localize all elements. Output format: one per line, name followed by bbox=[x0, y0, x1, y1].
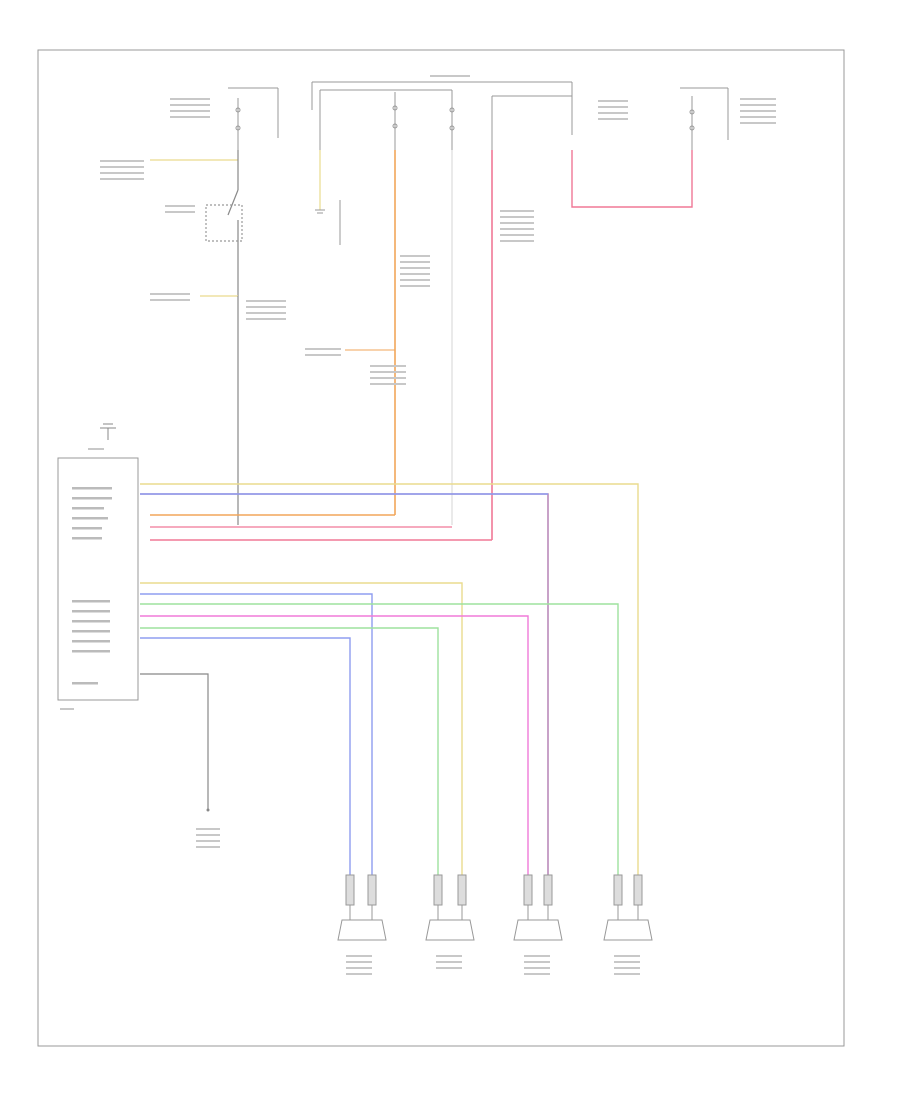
ground-wire-bottom bbox=[140, 673, 210, 812]
illegible-label-blocks bbox=[60, 75, 776, 975]
left-power-circuit bbox=[150, 150, 243, 525]
fuse-block-left bbox=[228, 87, 279, 150]
fuse-block-center bbox=[311, 81, 573, 150]
rear-left-speaker bbox=[603, 874, 653, 941]
speaker-wires-lower bbox=[140, 582, 619, 905]
front-right-speaker bbox=[337, 874, 387, 941]
diagram-frame bbox=[37, 49, 845, 1047]
radio-module bbox=[57, 423, 139, 701]
module-pin-labels bbox=[72, 487, 112, 685]
fuse-block-right bbox=[680, 87, 729, 150]
front-left-speaker bbox=[425, 874, 475, 941]
ground-symbol-top bbox=[315, 150, 341, 245]
speaker-wires-upper bbox=[140, 483, 639, 905]
rear-right-speaker bbox=[513, 874, 563, 941]
right-pink-loop bbox=[571, 150, 693, 208]
pink-circuit bbox=[150, 150, 493, 541]
orange-circuit bbox=[150, 150, 396, 516]
